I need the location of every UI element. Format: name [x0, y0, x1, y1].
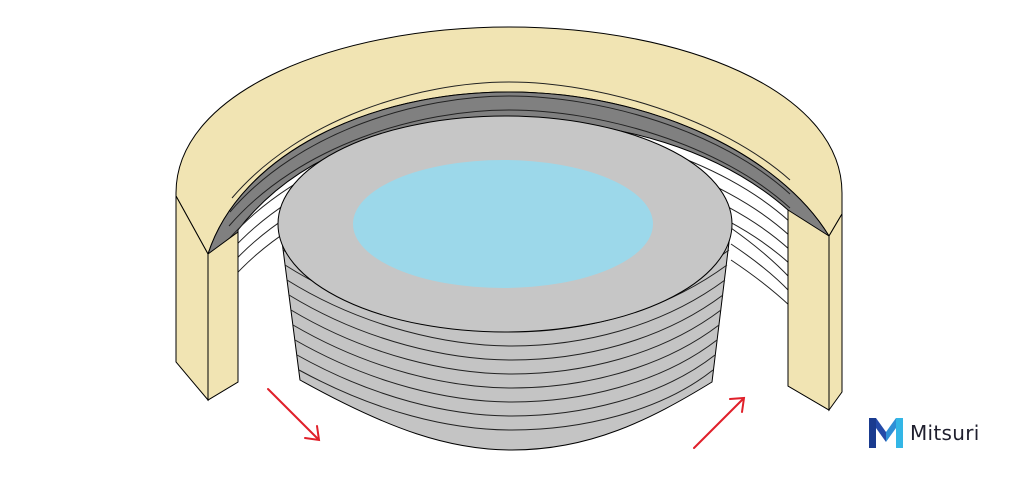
arrow-down-right-icon: [267, 388, 321, 442]
outer-ring-right-inner: [787, 209, 830, 411]
plug-center: [353, 160, 653, 288]
outer-ring-right-cut: [828, 212, 843, 412]
brand-logo: Mitsuri: [866, 414, 980, 452]
arrow-up-right-icon: [693, 396, 746, 449]
brand-name: Mitsuri: [910, 421, 980, 445]
outer-ring-left-inner: [207, 231, 239, 401]
mitsuri-m-logo-icon: [869, 418, 903, 448]
